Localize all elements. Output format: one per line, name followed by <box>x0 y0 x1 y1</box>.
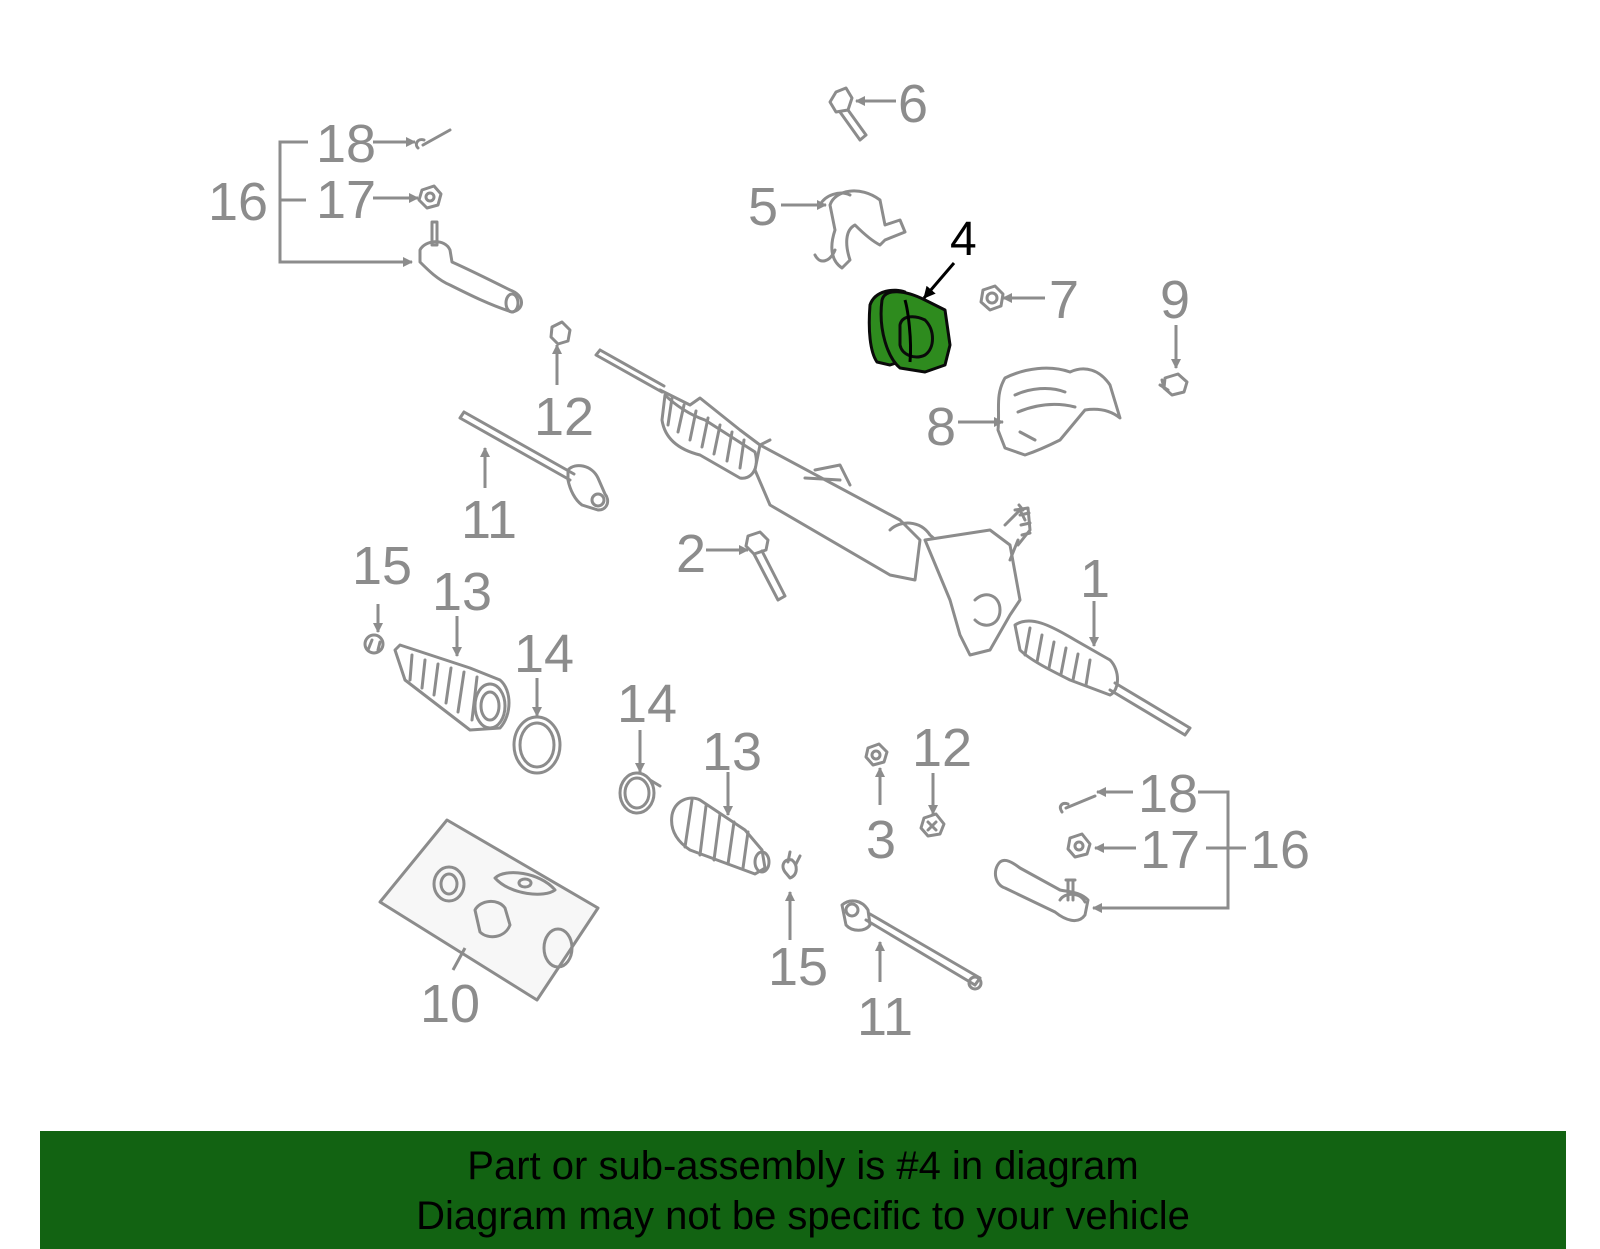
nut-part-12-upper <box>549 320 572 346</box>
callout-12-upper: 12 <box>534 387 594 447</box>
inner-tie-rod-lower-part-11 <box>840 899 983 991</box>
info-banner: Part or sub-assembly is #4 in diagram Di… <box>40 1131 1566 1249</box>
inner-tie-rod-upper-part-11 <box>458 410 610 512</box>
callout-6: 6 <box>898 74 928 134</box>
banner-line-2: Diagram may not be specific to your vehi… <box>416 1194 1190 1238</box>
bolt-part-6 <box>828 86 868 142</box>
callout-10: 10 <box>420 974 480 1034</box>
nut-part-12-lower <box>919 812 946 838</box>
callout-17-left: 17 <box>316 170 376 230</box>
clamp-left-part-15 <box>363 633 385 655</box>
callout-4: 4 <box>950 213 977 266</box>
callout-8: 8 <box>926 397 956 457</box>
callout-9: 9 <box>1160 270 1190 330</box>
callout-18-left: 18 <box>316 114 376 174</box>
boot-left-part-13 <box>393 643 511 732</box>
heat-shield-part-8 <box>996 366 1122 457</box>
callout-18-right: 18 <box>1138 764 1198 824</box>
callout-16-right: 16 <box>1250 820 1310 880</box>
banner-line-1: Part or sub-assembly is #4 in diagram <box>467 1144 1139 1188</box>
bracket-part-5 <box>813 189 907 270</box>
cotter-pin-left-part-18 <box>414 128 452 150</box>
boot-lower-part-13 <box>670 796 771 876</box>
clamp-lower-part-15 <box>781 850 802 880</box>
nut-left-part-17 <box>417 184 443 210</box>
callout-5: 5 <box>748 177 778 237</box>
cotter-pin-right-part-18 <box>1058 794 1097 814</box>
callout-3: 3 <box>866 810 896 870</box>
nut-part-3 <box>864 742 889 767</box>
callout-13-lower: 13 <box>702 722 762 782</box>
callout-13-left: 13 <box>432 562 492 622</box>
tie-rod-end-right-part-16 <box>993 858 1090 923</box>
repair-kit-part-10 <box>378 818 600 1002</box>
callout-11-upper: 11 <box>461 490 517 550</box>
ring-left-part-14 <box>512 715 562 775</box>
steering-rack-part <box>594 348 1192 737</box>
callout-15-left: 15 <box>352 536 412 596</box>
callout-17-right: 17 <box>1140 820 1200 880</box>
callout-14-lower: 14 <box>617 674 677 734</box>
bolt-part-2 <box>744 530 787 602</box>
callout-11-lower: 11 <box>857 987 913 1047</box>
callout-16-left: 16 <box>208 172 268 232</box>
nut-right-part-17 <box>1066 832 1092 859</box>
screw-part-9 <box>1158 372 1189 397</box>
callout-2: 2 <box>676 524 706 584</box>
leader-lines <box>278 96 1246 982</box>
tie-rod-end-left-part-16 <box>418 220 523 314</box>
callout-14-left: 14 <box>514 624 574 684</box>
callout-1: 1 <box>1080 549 1110 609</box>
callout-15-lower: 15 <box>768 937 828 997</box>
nut-part-7 <box>979 284 1005 312</box>
callout-12-lower: 12 <box>912 718 972 778</box>
bushing-part-4 <box>867 288 952 374</box>
callout-7: 7 <box>1049 270 1079 330</box>
clamp-lower-part-14 <box>618 771 662 815</box>
